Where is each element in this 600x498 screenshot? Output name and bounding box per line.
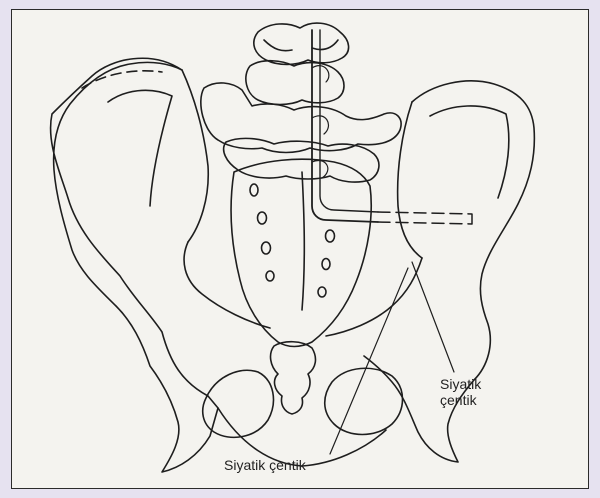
left-iliac-inner [182,70,208,242]
label-siyatik-centik-right: Siyatik çentik [440,376,481,408]
left-pelvic-brim [184,242,270,328]
iliac-rod-dashed [378,212,472,224]
sacral-foramen-3r [322,259,330,270]
left-ilium-fossa [108,90,172,206]
sacral-foramen-2l [258,212,267,224]
sacral-foramen-4l [266,271,274,281]
lumbar-facet-right [312,40,338,50]
sacrum [231,159,371,346]
coccyx [271,342,316,414]
sacral-foramen-1l [250,184,258,196]
pelvis-illustration [12,10,589,489]
label-right-line2: çentik [440,392,481,408]
label-right-line1: Siyatik [440,376,481,392]
sacral-foramen-4r [318,287,326,297]
left-obturator-foramen [203,370,274,437]
pointer-line-bottom [330,268,408,454]
lumbar-vertebra-4 [224,138,379,182]
sacral-crest [302,172,304,310]
left-iliac-wing [51,58,218,472]
pointer-line-right [412,262,454,372]
lumbar-vertebra-2 [246,61,344,105]
label-siyatik-centik-bottom: Siyatik çentik [224,457,306,473]
sacral-foramen-2r [326,230,335,242]
right-obturator-foramen [325,368,403,434]
lumbar-facet-left [264,40,292,51]
right-ilium-fossa [430,106,509,198]
spinal-rod [312,30,378,222]
sacral-foramen-3l [262,242,271,254]
illustration-frame: Siyatik çentik Siyatik çentik [11,9,589,489]
